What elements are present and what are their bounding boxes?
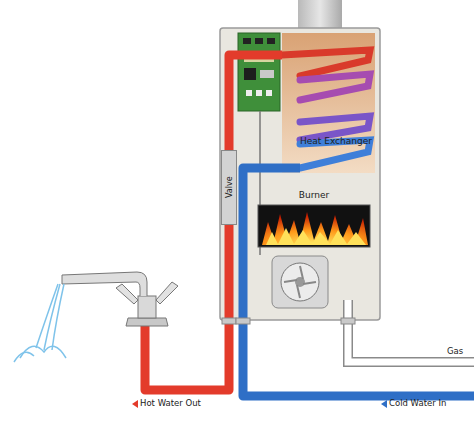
water-stream: [14, 284, 66, 362]
hot-water-pipe: [145, 225, 229, 390]
cold-water-label: Cold Water In: [389, 398, 446, 408]
heat-exchanger: Heat Exchanger: [282, 33, 375, 173]
pipe-fittings: [222, 318, 355, 324]
flow-arrow: [132, 400, 138, 408]
gas-pipe: [348, 300, 474, 362]
burner-box: Burner: [258, 188, 370, 247]
flow-arrow: [381, 400, 387, 408]
node-label: Heat Exchanger: [300, 136, 372, 146]
heat-exchanger-body: [282, 33, 375, 173]
exchanger-tubes: [282, 50, 370, 168]
node-label: Burner: [258, 190, 370, 200]
hot-water-label: Hot Water Out: [140, 398, 201, 408]
gas-pipe-outline: [348, 300, 474, 362]
flue-pipe: [298, 0, 342, 30]
gas-label: Gas: [447, 346, 463, 356]
hot-pipe-connector: [229, 55, 282, 150]
circuit-board: [238, 33, 280, 111]
burner-window: [258, 205, 370, 247]
faucet: [62, 272, 178, 326]
burner-flames: [262, 212, 368, 245]
valve-box: Valve: [221, 150, 237, 225]
cold-water-pipe: [243, 168, 474, 396]
blower-fan: [272, 256, 328, 308]
node-label: Valve: [222, 151, 236, 224]
